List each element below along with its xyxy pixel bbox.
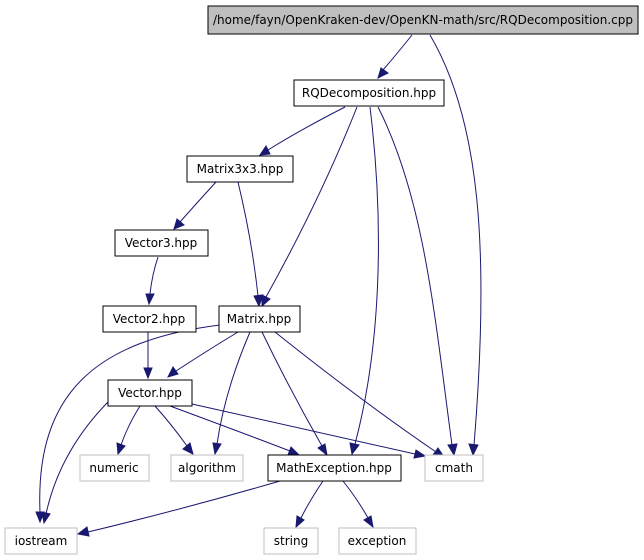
node-matrix-hpp[interactable]: Matrix.hpp (218, 305, 301, 333)
arrowhead (295, 515, 305, 529)
edges (35, 34, 482, 537)
node-label: Vector.hpp (118, 386, 182, 400)
node-cmath-system[interactable]: cmath (424, 454, 484, 482)
node-label: Vector3.hpp (125, 236, 198, 250)
arrowhead (447, 443, 458, 457)
edge-mathexception-to-iostream (87, 480, 281, 533)
arrowhead (253, 294, 264, 308)
node-mathexception-hpp[interactable]: MathException.hpp (267, 454, 402, 482)
edge-vector-to-numeric (120, 405, 141, 446)
node-algorithm-system[interactable]: algorithm (170, 454, 244, 482)
node-label: string (274, 534, 308, 548)
edge-matrix-to-algorithm (216, 331, 251, 445)
node-label: RQDecomposition.hpp (302, 86, 436, 100)
arrowhead (413, 449, 427, 459)
edge-vector-to-iostream (45, 399, 111, 515)
node-label: /home/fayn/OpenKraken-dev/OpenKN-math/sr… (213, 13, 633, 27)
arrowhead (258, 145, 271, 156)
node-iostream-system[interactable]: iostream (4, 527, 78, 555)
node-exception-system[interactable]: exception (338, 527, 417, 555)
edge-root-to-rqdecomposition (382, 34, 413, 71)
edge-vector-to-mathexception (169, 405, 291, 452)
node-label: numeric (89, 461, 138, 475)
node-numeric-system[interactable]: numeric (79, 454, 150, 482)
edge-matrix3x3-to-vector3 (179, 181, 217, 223)
arrowhead (173, 218, 185, 230)
node-root-source-file[interactable]: /home/fayn/OpenKraken-dev/OpenKN-math/sr… (207, 5, 639, 35)
edge-matrix3x3-to-matrix (237, 181, 259, 297)
arrowhead (349, 442, 360, 456)
arrowhead (167, 366, 179, 378)
node-string-system[interactable]: string (263, 527, 319, 555)
edge-matrix-to-iostream (39, 324, 221, 513)
edge-rqdecomposition-to-matrix (265, 106, 358, 298)
arrowhead (212, 442, 222, 456)
edge-rqdecomposition-to-cmath (377, 106, 453, 446)
arrowhead (182, 442, 194, 455)
edge-mathexception-to-exception (342, 480, 369, 519)
node-label: exception (348, 534, 407, 548)
arrowhead (116, 442, 126, 456)
node-vector3-hpp[interactable]: Vector3.hpp (114, 229, 209, 257)
node-label: Matrix3x3.hpp (197, 162, 284, 176)
edge-rqdecomposition-to-mathexception (354, 106, 379, 445)
arrowhead (145, 293, 155, 306)
arrowhead (363, 515, 374, 529)
edge-vector-to-cmath (191, 403, 416, 455)
arrowhead (468, 443, 479, 457)
node-label: MathException.hpp (276, 461, 392, 475)
arrowhead (317, 443, 328, 457)
nodes: /home/fayn/OpenKraken-dev/OpenKN-math/sr… (4, 5, 639, 555)
arrowhead (261, 294, 271, 308)
node-label: Vector2.hpp (113, 312, 186, 326)
node-label: cmath (435, 461, 473, 475)
node-label: iostream (15, 534, 68, 548)
node-label: Matrix.hpp (227, 312, 291, 326)
node-rqdecomposition-hpp[interactable]: RQDecomposition.hpp (293, 79, 445, 107)
node-label: algorithm (178, 461, 236, 475)
edge-matrix-to-mathexception (261, 331, 323, 447)
arrowhead (377, 67, 389, 79)
edge-mathexception-to-string (300, 480, 324, 519)
edge-matrix-to-vector (175, 331, 239, 372)
edge-vector-to-algorithm (154, 405, 188, 447)
arrowhead (76, 526, 90, 537)
edge-vector3-to-vector2 (149, 256, 159, 295)
edge-root-to-cmath (429, 34, 482, 446)
edge-matrix-to-cmath (274, 331, 437, 453)
node-matrix3x3-hpp[interactable]: Matrix3x3.hpp (186, 155, 294, 183)
arrowhead (41, 511, 51, 525)
node-vector2-hpp[interactable]: Vector2.hpp (102, 305, 197, 333)
arrowhead (143, 367, 153, 380)
edge-rqdecomposition-to-matrix3x3 (267, 106, 346, 151)
node-vector-hpp[interactable]: Vector.hpp (107, 379, 193, 407)
arrowhead (287, 446, 301, 456)
